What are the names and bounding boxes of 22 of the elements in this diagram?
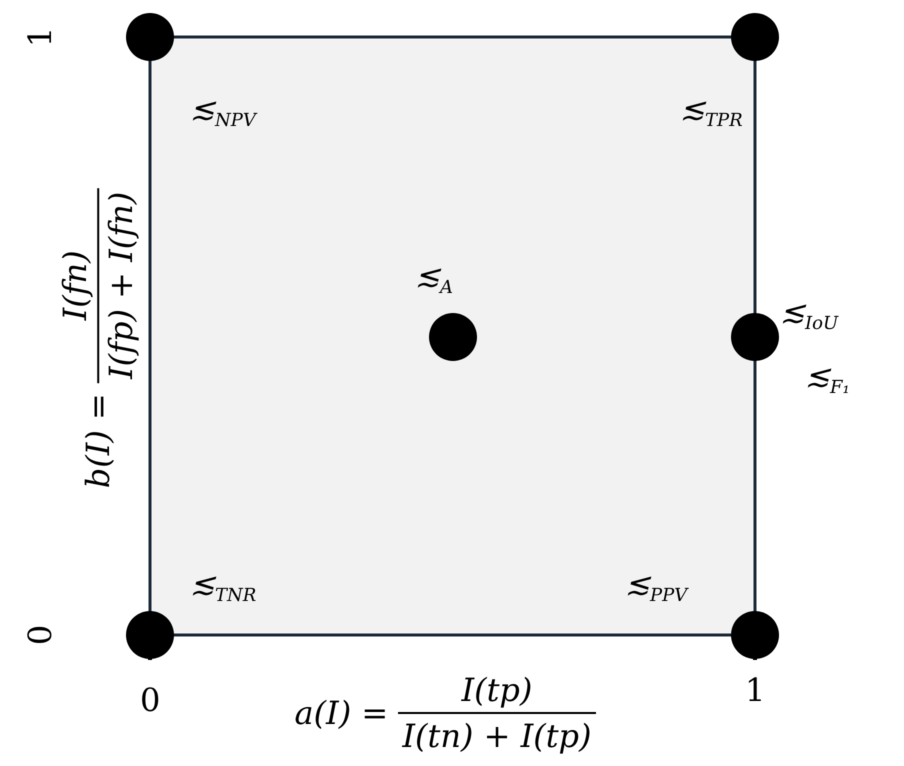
metric-label: ≲$_{NPV}$ [190, 95, 256, 130]
fraction-numerator: I(fn) [59, 249, 95, 323]
tick-label: 1 [745, 674, 766, 706]
metric-label: ≲$_{IoU}$ [780, 298, 838, 333]
tick-label: 1 [24, 26, 56, 48]
metric-label: ≲$_{A}$ [415, 262, 453, 297]
metric-label: ≲$_{F₁}$ [805, 362, 850, 397]
fraction-denominator: I(fp) + I(fn) [97, 188, 137, 383]
tick-label: 0 [24, 624, 56, 646]
data-point [731, 313, 779, 361]
metric-label: ≲$_{TPR}$ [680, 95, 743, 130]
data-point [126, 611, 174, 659]
fraction-numerator: I(tp) [460, 674, 534, 711]
data-point [126, 13, 174, 61]
axis-label: b(I) = [79, 392, 117, 488]
data-point [731, 13, 779, 61]
metric-label: ≲$_{TNR}$ [190, 570, 256, 605]
fraction-denominator: I(tn) + I(tp) [398, 712, 596, 752]
tick-label: 0 [140, 684, 160, 716]
metric-label: ≲$_{PPV}$ [625, 570, 688, 605]
axis-label: a(I) = [294, 694, 390, 732]
data-point [731, 611, 779, 659]
